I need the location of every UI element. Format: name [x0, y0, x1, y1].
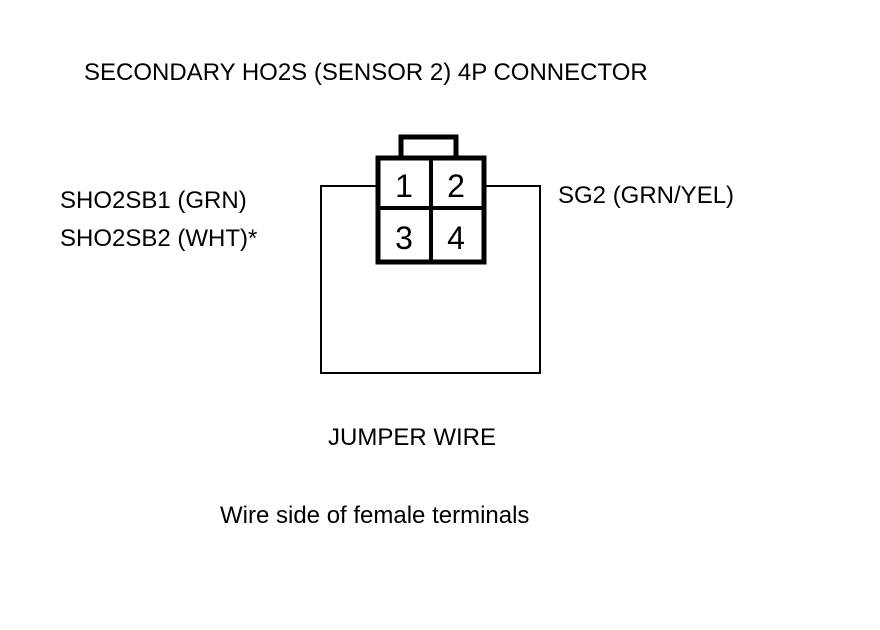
- wire-label-sho2sb1: SHO2SB1 (GRN): [60, 187, 247, 214]
- footnote: Wire side of female terminals: [220, 502, 530, 529]
- pin-4: 4: [447, 220, 465, 256]
- jumper-wire: [320, 185, 541, 374]
- wire-label-sho2sb2: SHO2SB2 (WHT)*: [60, 225, 258, 252]
- diagram-title: SECONDARY HO2S (SENSOR 2) 4P CONNECTOR: [84, 59, 648, 86]
- pin-1: 1: [395, 168, 413, 204]
- wire-label-sg2: SG2 (GRN/YEL): [558, 182, 735, 209]
- pin-2: 2: [447, 168, 465, 204]
- jumper-wire-label: JUMPER WIRE: [328, 424, 496, 451]
- pin-3: 3: [395, 220, 413, 256]
- connector-lock-tab: [398, 134, 459, 161]
